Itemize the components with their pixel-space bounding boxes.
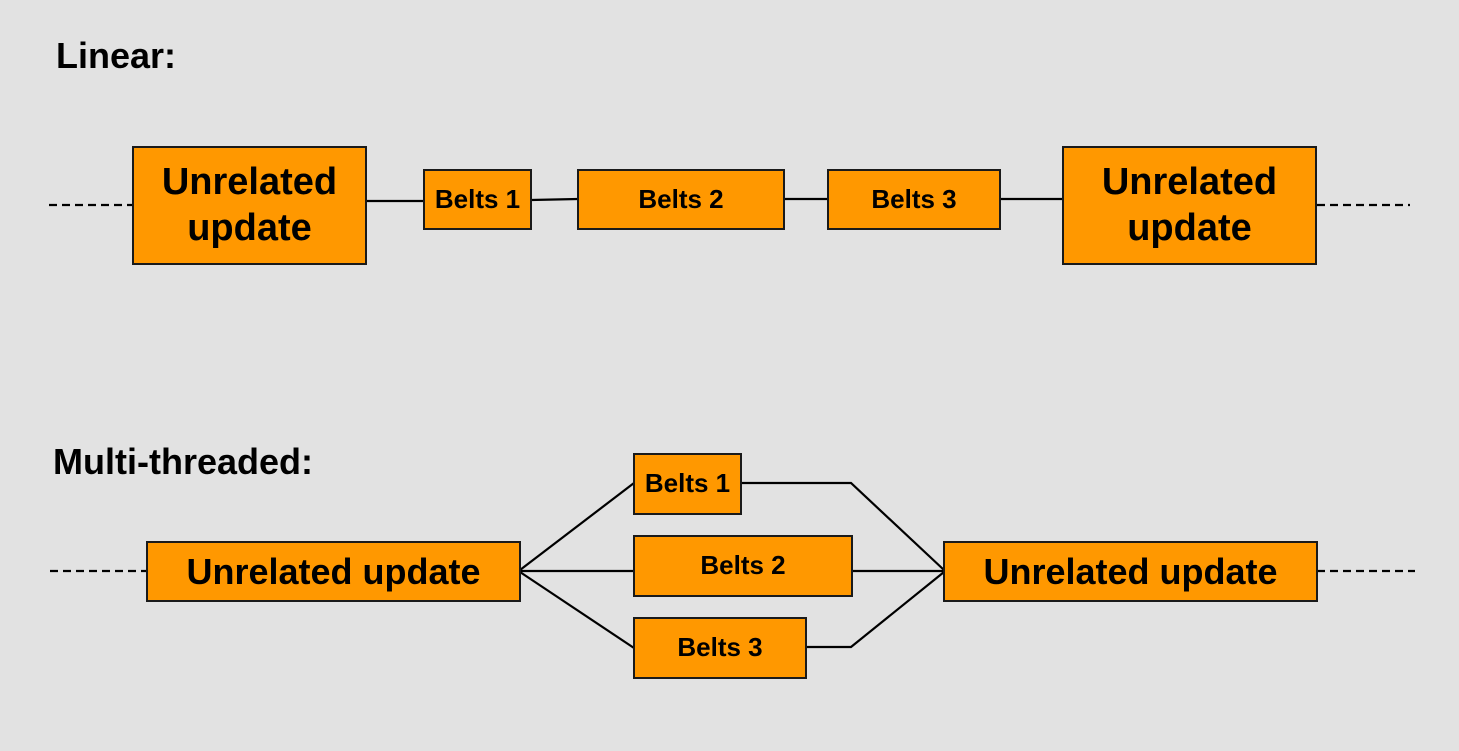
node-label: Unrelated update [1101,160,1278,249]
linear-node-belts-2: Belts 2 [577,169,785,230]
node-label: Unrelated update [186,550,481,592]
mt-node-belts-2: Belts 2 [633,535,853,597]
mt-node-belts-3: Belts 3 [633,617,807,679]
node-label: Belts 2 [700,550,786,581]
linear-node-unrelated-left: Unrelated update [132,146,367,265]
mt-node-unrelated-left: Unrelated update [146,541,521,602]
node-label: Belts 1 [644,468,731,499]
mt-edge-belts3-to-unrelated [806,571,945,649]
mt-edge-belts1-to-unrelated [741,481,945,571]
linear-node-belts-1: Belts 1 [423,169,532,230]
linear-node-belts-3: Belts 3 [827,169,1001,230]
linear-heading: Linear: [56,35,177,76]
mt-edge-unrelated-to-belts3 [519,571,635,649]
mt-node-unrelated-right: Unrelated update [943,541,1318,602]
mt-node-belts-1: Belts 1 [633,453,742,515]
node-label: Unrelated update [161,160,338,249]
node-label: Belts 2 [638,183,724,214]
node-label: Belts 3 [677,632,763,663]
mt-edge-unrelated-to-belts1 [519,482,635,571]
node-label: Belts 3 [871,183,957,214]
linear-node-unrelated-right: Unrelated update [1062,146,1317,265]
node-label: Belts 1 [434,183,521,214]
linear-edge-belts1-to-belts2 [530,197,579,202]
node-label: Unrelated update [983,550,1278,592]
multithreaded-heading: Multi-threaded: [53,441,313,482]
